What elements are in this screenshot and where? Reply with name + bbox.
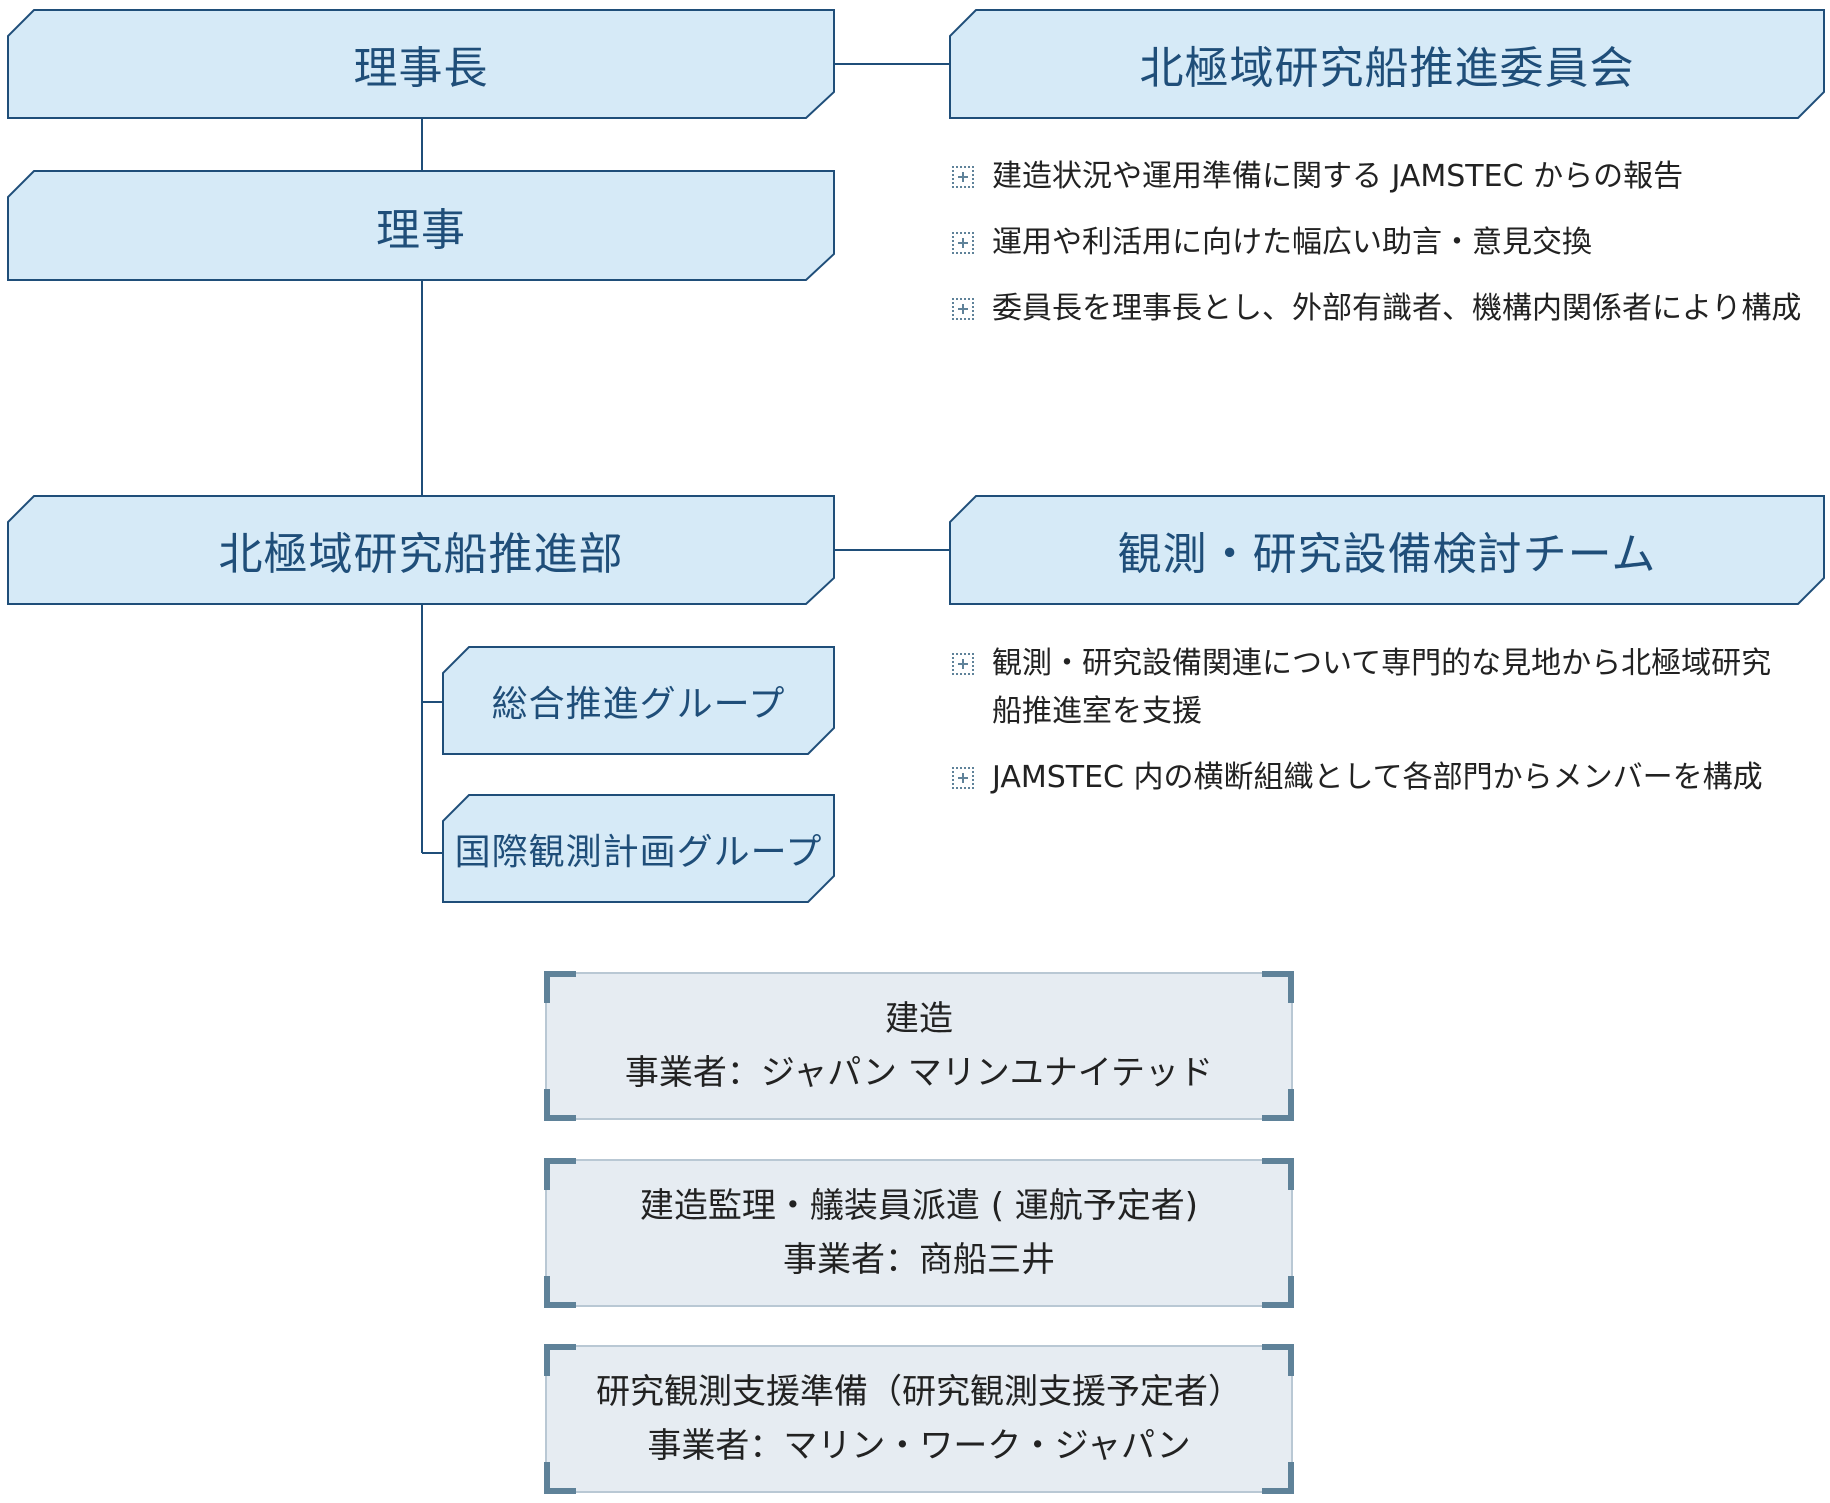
team-label: 観測・研究設備検討チーム: [1117, 529, 1657, 580]
corner-bracket-icon: [544, 1158, 576, 1190]
contractor-box-construction: 建造 事業者：ジャパン マリンユナイテッド: [544, 971, 1294, 1121]
committee-notes: 建造状況や運用準備に関する JAMSTEC からの報告 運用や利活用に向けた幅広…: [952, 153, 1822, 351]
corner-bracket-icon: [544, 1462, 576, 1494]
plus-box-icon: [952, 232, 974, 254]
department-box: [7, 495, 835, 605]
plus-box-icon: [952, 298, 974, 320]
corner-bracket-icon: [544, 971, 576, 1003]
chairman-label: 理事長: [353, 43, 489, 94]
contractor-text: 建造 事業者：ジャパン マリンユナイテッド: [547, 974, 1291, 1118]
list-item: 運用や利活用に向けた幅広い助言・意見交換: [952, 219, 1822, 267]
chairman-box: [7, 9, 835, 119]
team-notes: 観測・研究設備関連について専門的な見地から北極域研究船推進室を支援 JAMSTE…: [952, 640, 1822, 820]
list-item: 建造状況や運用準備に関する JAMSTEC からの報告: [952, 153, 1822, 201]
corner-bracket-icon: [1262, 971, 1294, 1003]
corner-bracket-icon: [1262, 1089, 1294, 1121]
contractor-text: 建造監理・艤装員派遣 ( 運航予定者) 事業者：商船三井: [547, 1161, 1291, 1305]
contractor-name: 事業者：ジャパン マリンユナイテッド: [624, 1053, 1214, 1093]
director-box: [7, 170, 835, 281]
director-label: 理事: [376, 204, 466, 256]
committee-box: [949, 9, 1825, 119]
corner-bracket-icon: [544, 1089, 576, 1121]
contractor-box-research-support: 研究観測支援準備（研究観測支援予定者） 事業者：マリン・ワーク・ジャパン: [544, 1344, 1294, 1494]
corner-bracket-icon: [1262, 1462, 1294, 1494]
department-label: 北極域研究船推進部: [218, 529, 624, 580]
contractor-role: 建造: [885, 999, 953, 1039]
contractor-box-supervision: 建造監理・艤装員派遣 ( 運航予定者) 事業者：商船三井: [544, 1158, 1294, 1308]
general-group-box: [442, 646, 835, 755]
contractor-role: 研究観測支援準備（研究観測支援予定者）: [596, 1372, 1242, 1412]
contractor-name: 事業者：商船三井: [783, 1240, 1055, 1280]
list-item: 観測・研究設備関連について専門的な見地から北極域研究船推進室を支援: [952, 640, 1822, 736]
corner-bracket-icon: [1262, 1344, 1294, 1376]
committee-label: 北極域研究船推進委員会: [1139, 43, 1635, 94]
list-item: 委員長を理事長とし、外部有識者、機構内関係者により構成: [952, 285, 1822, 333]
corner-bracket-icon: [1262, 1158, 1294, 1190]
plus-box-icon: [952, 767, 974, 789]
corner-bracket-icon: [544, 1344, 576, 1376]
contractor-text: 研究観測支援準備（研究観測支援予定者） 事業者：マリン・ワーク・ジャパン: [547, 1347, 1291, 1491]
contractor-role: 建造監理・艤装員派遣 ( 運航予定者): [639, 1186, 1199, 1226]
team-box: [949, 495, 1825, 605]
list-item: JAMSTEC 内の横断組織として各部門からメンバーを構成: [952, 754, 1822, 802]
corner-bracket-icon: [544, 1276, 576, 1308]
contractor-name: 事業者：マリン・ワーク・ジャパン: [647, 1426, 1191, 1466]
connectors: [421, 63, 950, 854]
general-group-label: 総合推進グループ: [491, 683, 786, 725]
corner-bracket-icon: [1262, 1276, 1294, 1308]
plus-box-icon: [952, 653, 974, 675]
plus-box-icon: [952, 166, 974, 188]
intl-group-box: [442, 794, 835, 903]
intl-group-label: 国際観測計画グループ: [454, 831, 823, 873]
